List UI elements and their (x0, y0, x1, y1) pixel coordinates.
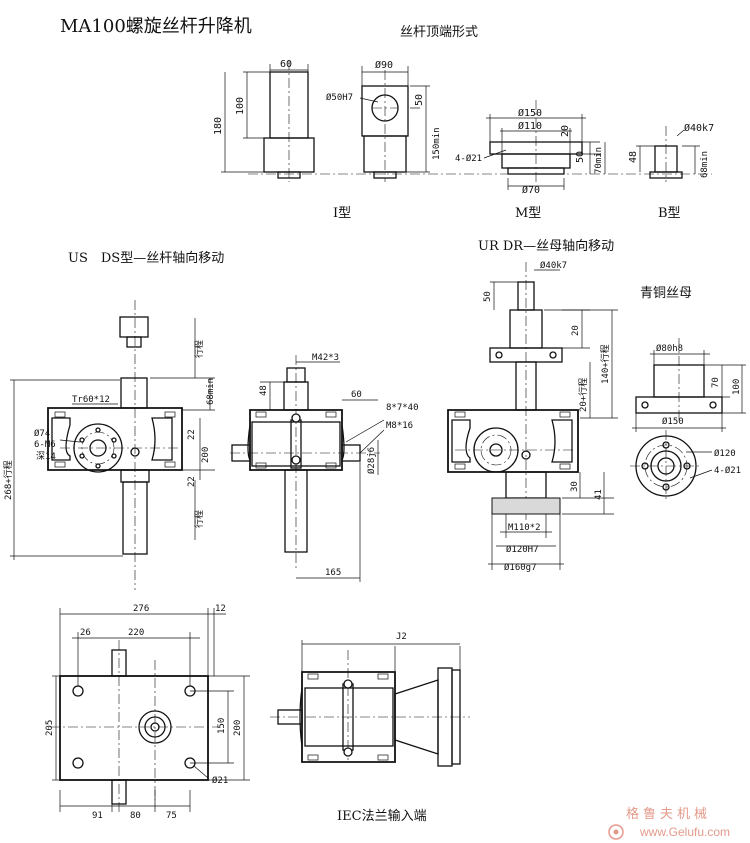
label-type-b: B型 (658, 206, 681, 221)
dim-iec-j2: J2 (396, 632, 407, 642)
dim-b-48: 48 (628, 151, 639, 163)
label-top-end-forms: 丝杆顶端形式 (400, 25, 478, 40)
label-us-ds: US DS型—丝杆轴向移动 (68, 250, 224, 266)
page-title: MA100螺旋丝杆升降机 (60, 16, 252, 37)
dim-bn-120: Ø120 (714, 448, 736, 459)
dim-b-40k7: Ø40k7 (684, 122, 714, 134)
dim-m-70: Ø70 (522, 184, 540, 196)
bronze-nut-views (630, 338, 746, 502)
dim-us-deep14: 深14 (36, 451, 56, 462)
dim-us-22a: 22 (187, 429, 197, 440)
type-i-end (221, 60, 315, 182)
dim-p-150: 150 (217, 718, 227, 734)
dim-m-70min: 70min (594, 147, 604, 174)
dim-ur-140: 140+行程 (599, 344, 611, 384)
dim-bn-80h8: Ø80h8 (656, 343, 683, 354)
eye-end (359, 66, 430, 182)
dim-s-60: 60 (351, 390, 362, 400)
label-ur-dr: UR DR—丝母轴向移动 (478, 238, 614, 254)
label-bronze-nut: 青铜丝母 (640, 286, 692, 301)
dim-m-50: 50 (575, 151, 586, 163)
dim-s-165: 165 (325, 568, 341, 578)
dim-m-110: Ø110 (518, 120, 542, 132)
dim-ur-120h7: Ø120H7 (506, 544, 539, 555)
dim-m-150: Ø150 (518, 107, 542, 119)
dim-i-60: 60 (280, 59, 292, 70)
dim-us-stroke-bottom: 行程 (193, 510, 205, 528)
dim-mid-90: Ø90 (375, 59, 393, 71)
dim-s-28j6: Ø28j6 (366, 447, 377, 474)
dim-p-276: 276 (133, 604, 149, 614)
dim-s-m8: M8*16 (386, 421, 413, 431)
dim-p-205: 205 (45, 720, 55, 736)
label-type-i: I型 (333, 206, 351, 221)
dim-s-m42: M42*3 (312, 353, 339, 363)
dim-bn-70: 70 (711, 377, 721, 388)
dim-s-key: 8*7*40 (386, 403, 419, 413)
dim-b-68min: 68min (700, 151, 710, 178)
dim-m-20: 20 (560, 125, 571, 137)
dim-p-80: 80 (130, 811, 141, 821)
ur-front-view (447, 262, 618, 570)
dim-mid-150min: 150min (432, 127, 442, 160)
dim-p-21: Ø21 (212, 775, 228, 786)
dim-ur-50: 50 (483, 291, 493, 302)
dim-bn-4-21: 4-Ø21 (714, 465, 741, 476)
type-b-end (636, 126, 700, 182)
dim-us-22b: 22 (187, 476, 197, 487)
dim-p-26: 26 (80, 628, 91, 638)
us-side-view (230, 355, 385, 582)
dim-ur-m110: M110*2 (508, 523, 541, 533)
watermark-logo-icon (608, 824, 624, 840)
dim-s-48: 48 (259, 385, 269, 396)
watermark-cn: 格鲁夫机械 (626, 806, 711, 822)
dim-ur-160g7: Ø160g7 (504, 562, 537, 573)
label-iec-flange: IEC法兰输入端 (337, 808, 427, 824)
dim-us-68min: 68min (206, 378, 216, 405)
dim-bn-100: 100 (732, 379, 742, 395)
dim-mid-50h7: Ø50H7 (326, 92, 353, 103)
dim-p-200: 200 (233, 720, 243, 736)
dim-ur-30: 30 (570, 481, 580, 492)
dim-us-stroke-top: 行程 (193, 340, 205, 358)
dim-us-tr: Tr60*12 (72, 395, 110, 405)
dim-p-220: 220 (128, 628, 144, 638)
dim-i-100: 100 (235, 97, 246, 115)
dim-bn-150: Ø150 (662, 416, 684, 427)
dim-us-268: 268+行程 (2, 460, 14, 500)
us-front-view (10, 300, 215, 590)
dim-p-75: 75 (166, 811, 177, 821)
plan-view (50, 608, 250, 815)
dim-us-74: Ø74 (34, 428, 50, 439)
watermark-url: www.Gelufu.com (639, 825, 730, 839)
dim-ur-20s: 20+行程 (577, 378, 589, 412)
dim-ur-40k7: Ø40k7 (540, 260, 567, 271)
dim-us-6m6: 6-M6 (34, 440, 56, 450)
dim-p-12: 12 (215, 604, 226, 614)
iec-flange-view (270, 640, 470, 767)
dim-us-200: 200 (201, 447, 211, 463)
dim-i-180: 180 (213, 117, 224, 135)
dim-ur-41: 41 (594, 489, 604, 500)
label-type-m: M型 (515, 206, 541, 221)
dim-m-4-21: 4-Ø21 (455, 153, 482, 164)
type-m-end (483, 100, 606, 190)
dim-ur-20: 20 (571, 325, 581, 336)
dim-p-91: 91 (92, 811, 103, 821)
dim-mid-50: 50 (414, 94, 425, 106)
